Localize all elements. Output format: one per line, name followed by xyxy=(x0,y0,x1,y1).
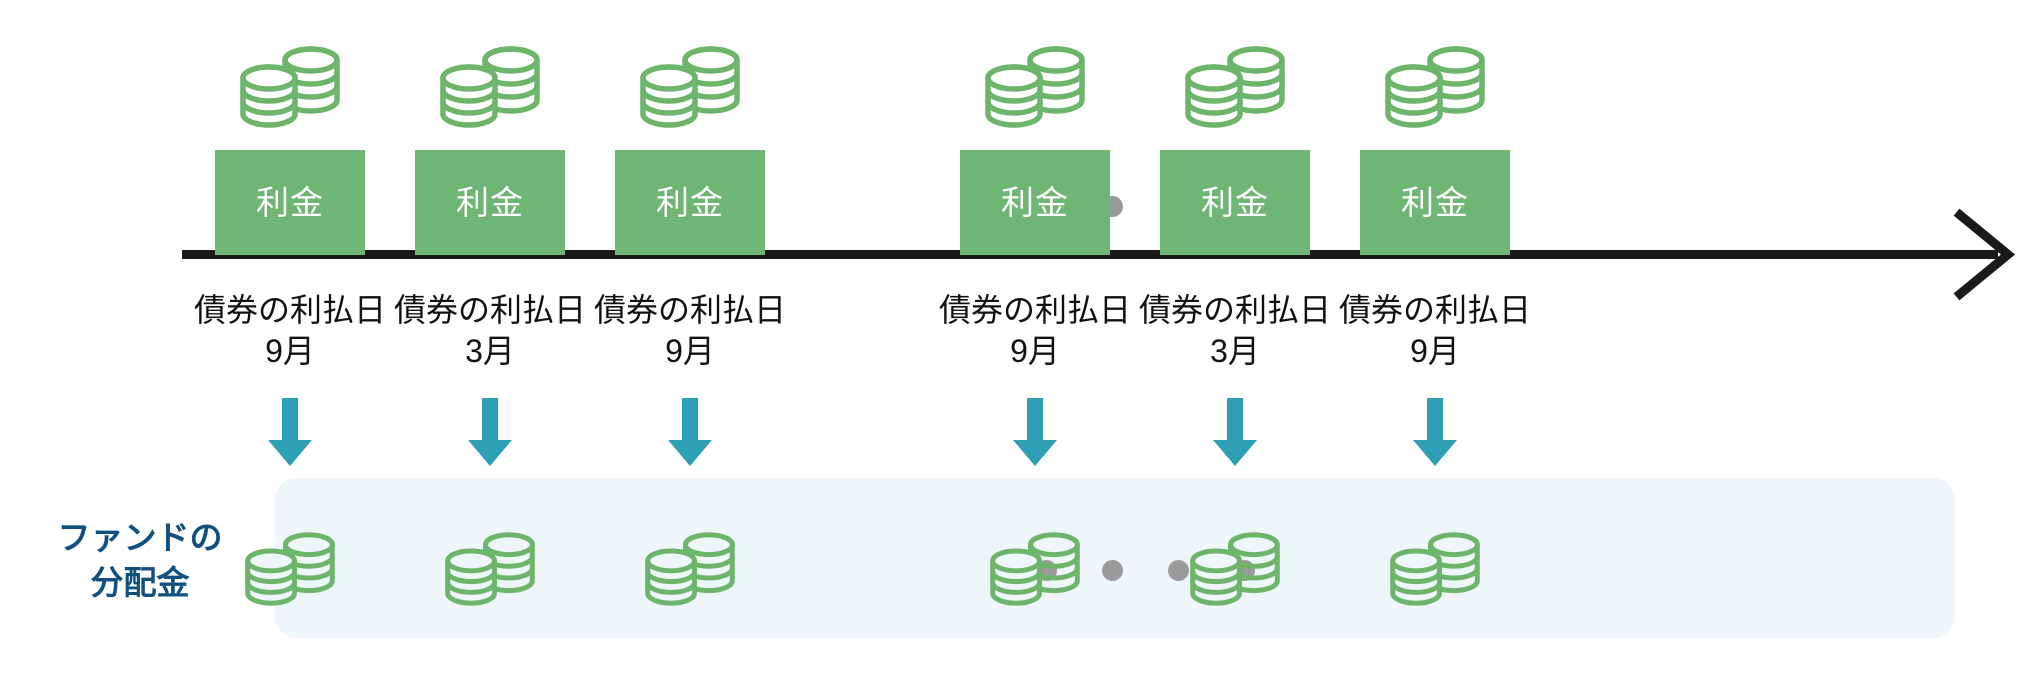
interest-bar: 利金 xyxy=(1160,150,1310,255)
interest-bar-label: 利金 xyxy=(1001,184,1069,221)
arrow-down-icon xyxy=(667,398,713,466)
payday-label: 債券の利払日 9月 xyxy=(920,290,1150,372)
arrow-down-icon xyxy=(467,398,513,466)
payday-text: 債券の利払日 xyxy=(1338,292,1531,328)
payday-month: 3月 xyxy=(465,332,515,369)
interest-bar: 利金 xyxy=(415,150,565,255)
payday-text: 債券の利払日 xyxy=(1138,292,1331,328)
coin-stack-icon xyxy=(981,528,1089,610)
coin-stack-icon xyxy=(636,528,744,610)
payday-label: 債券の利払日 9月 xyxy=(175,290,405,372)
ellipsis-dot xyxy=(1102,560,1123,581)
coin-stack-icon xyxy=(230,42,350,132)
payday-month: 3月 xyxy=(1210,332,1260,369)
fund-distribution-panel xyxy=(275,478,1955,638)
coin-stack-icon xyxy=(236,528,344,610)
arrow-down-icon xyxy=(267,398,313,466)
coin-stack-icon xyxy=(436,528,544,610)
coin-stack-icon xyxy=(1175,42,1295,132)
coin-stack-icon xyxy=(975,42,1095,132)
ellipsis-dot xyxy=(1168,560,1189,581)
payday-text: 債券の利払日 xyxy=(593,292,786,328)
interest-bar: 利金 xyxy=(615,150,765,255)
arrow-down-icon xyxy=(1212,398,1258,466)
payday-label: 債券の利払日 3月 xyxy=(1120,290,1350,372)
coin-stack-icon xyxy=(1381,528,1489,610)
interest-bar: 利金 xyxy=(1360,150,1510,255)
interest-bar-label: 利金 xyxy=(1401,184,1469,221)
coin-stack-icon xyxy=(1181,528,1289,610)
payday-month: 9月 xyxy=(1410,332,1460,369)
payday-text: 債券の利払日 xyxy=(393,292,586,328)
interest-bar-label: 利金 xyxy=(1201,184,1269,221)
interest-bar: 利金 xyxy=(960,150,1110,255)
coin-stack-icon xyxy=(1375,42,1495,132)
interest-bar-label: 利金 xyxy=(256,184,324,221)
fund-label-line2: 分配金 xyxy=(90,563,190,601)
coin-stack-icon xyxy=(630,42,750,132)
payday-label: 債券の利払日 9月 xyxy=(575,290,805,372)
arrow-down-icon xyxy=(1412,398,1458,466)
fund-label-line1: ファンドの xyxy=(57,519,223,556)
payday-month: 9月 xyxy=(665,332,715,369)
interest-bar-label: 利金 xyxy=(456,184,524,221)
payday-label: 債券の利払日 3月 xyxy=(375,290,605,372)
payday-text: 債券の利払日 xyxy=(938,292,1131,328)
arrow-down-icon xyxy=(1012,398,1058,466)
payday-label: 債券の利払日 9月 xyxy=(1320,290,1550,372)
coin-stack-icon xyxy=(430,42,550,132)
fund-distribution-label: ファンドの 分配金 xyxy=(25,516,255,605)
interest-bar-label: 利金 xyxy=(656,184,724,221)
payday-text: 債券の利払日 xyxy=(193,292,386,328)
interest-bar: 利金 xyxy=(215,150,365,255)
payday-month: 9月 xyxy=(1010,332,1060,369)
arrow-right-icon xyxy=(1930,205,2030,305)
payday-month: 9月 xyxy=(265,332,315,369)
